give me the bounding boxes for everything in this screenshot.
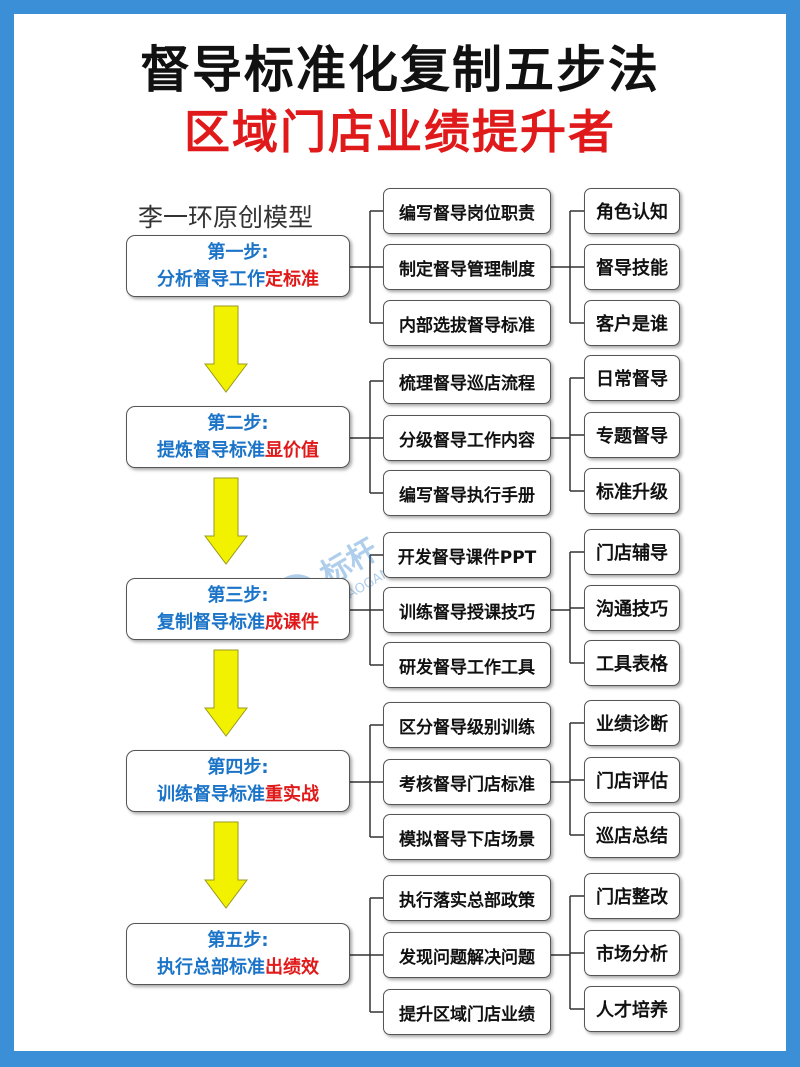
page-subtitle: 区域门店业绩提升者 (184, 105, 616, 159)
result-box: 标准升级 (584, 468, 680, 514)
task-box: 考核督导门店标准 (383, 759, 551, 805)
step-5: 第五步: 执行总部标准出绩效 (126, 923, 350, 985)
step-text: 复制督导标准 (157, 612, 265, 633)
step-text: 执行总部标准 (157, 957, 265, 978)
down-arrow-icon (204, 649, 248, 737)
step-label: 第二步: (207, 413, 269, 434)
task-box: 开发督导课件PPT (383, 532, 551, 578)
step-highlight: 显价值 (265, 440, 319, 461)
result-box: 沟通技巧 (584, 585, 680, 631)
result-box: 日常督导 (584, 355, 680, 401)
task-box: 模拟督导下店场景 (383, 814, 551, 860)
result-box: 专题督导 (584, 412, 680, 458)
result-box: 工具表格 (584, 640, 680, 686)
task-box: 训练督导授课技巧 (383, 587, 551, 633)
down-arrow-icon (204, 821, 248, 909)
result-box: 客户是谁 (584, 300, 680, 346)
down-arrow-icon (204, 305, 248, 393)
task-box: 制定督导管理制度 (383, 244, 551, 290)
result-box: 门店辅导 (584, 529, 680, 575)
task-box: 研发督导工作工具 (383, 642, 551, 688)
task-box: 发现问题解决问题 (383, 932, 551, 978)
task-box: 区分督导级别训练 (383, 702, 551, 748)
step-label: 第五步: (207, 930, 269, 951)
result-box: 督导技能 (584, 244, 680, 290)
task-box: 编写督导执行手册 (383, 470, 551, 516)
step-label: 第四步: (207, 757, 269, 778)
step-text: 训练督导标准 (157, 784, 265, 805)
task-box: 内部选拔督导标准 (383, 300, 551, 346)
step-3: 第三步: 复制督导标准成课件 (126, 578, 350, 640)
step-text: 提炼督导标准 (157, 440, 265, 461)
step-1: 第一步: 分析督导工作定标准 (126, 235, 350, 297)
page-title: 督导标准化复制五步法 (140, 41, 660, 99)
result-box: 市场分析 (584, 930, 680, 976)
step-highlight: 定标准 (265, 269, 319, 290)
step-highlight: 重实战 (265, 784, 319, 805)
task-box: 梳理督导巡店流程 (383, 358, 551, 404)
result-box: 业绩诊断 (584, 700, 680, 746)
step-highlight: 出绩效 (265, 957, 319, 978)
result-box: 门店评估 (584, 757, 680, 803)
task-box: 编写督导岗位职责 (383, 188, 551, 234)
step-highlight: 成课件 (265, 612, 319, 633)
result-box: 角色认知 (584, 188, 680, 234)
down-arrow-icon (204, 477, 248, 565)
step-label: 第一步: (207, 242, 269, 263)
result-box: 人才培养 (584, 986, 680, 1032)
task-box: 分级督导工作内容 (383, 415, 551, 461)
result-box: 门店整改 (584, 873, 680, 919)
step-4: 第四步: 训练督导标准重实战 (126, 750, 350, 812)
task-box: 提升区域门店业绩 (383, 989, 551, 1035)
task-box: 执行落实总部政策 (383, 875, 551, 921)
step-2: 第二步: 提炼督导标准显价值 (126, 406, 350, 468)
step-text: 分析督导工作 (157, 269, 265, 290)
result-box: 巡店总结 (584, 812, 680, 858)
author-label: 李一环原创模型 (138, 203, 314, 232)
step-label: 第三步: (207, 585, 269, 606)
